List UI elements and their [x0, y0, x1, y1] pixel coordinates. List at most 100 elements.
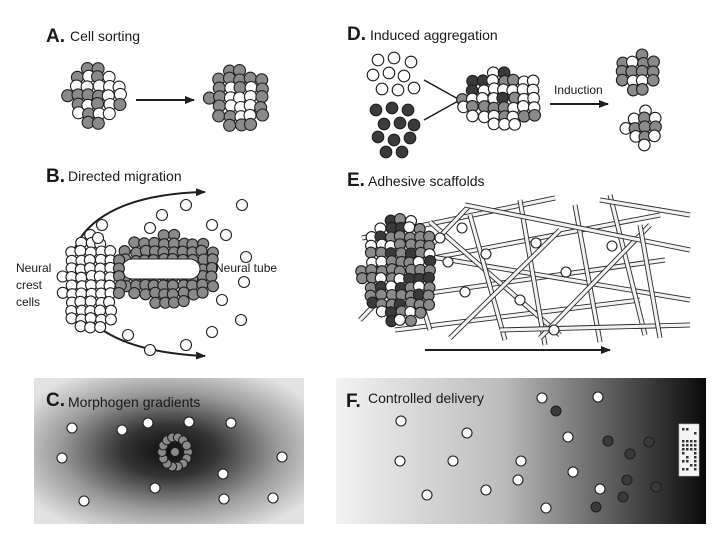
scaffold-cell [403, 221, 416, 234]
neural-crest-cell [104, 313, 117, 326]
light-cell [382, 66, 396, 80]
scaffold-cell [414, 306, 427, 319]
panel-c-letter: C. [46, 390, 65, 411]
factor-particle [694, 464, 697, 467]
panel-b-migrating-cells [91, 198, 253, 357]
cell [650, 481, 662, 493]
panel-a: A. Cell sorting [46, 26, 270, 132]
factor-particle [686, 456, 689, 459]
cell [624, 448, 636, 460]
dark-cell [369, 103, 383, 117]
scaffold-rod [464, 203, 691, 252]
cell-mixed [91, 116, 105, 130]
neural-tube-cell [128, 236, 141, 249]
factor-particle [694, 460, 697, 463]
cell [480, 484, 492, 496]
scaffold-rod [538, 223, 652, 340]
panel-b-label-neural-crest-line3: cells [16, 295, 40, 309]
factor-particle [682, 428, 685, 431]
neural-crest-cell [84, 321, 97, 334]
scaffold-rod [468, 214, 507, 341]
panel-d-label-induction: Induction [554, 83, 603, 97]
cell [621, 474, 633, 486]
cell [116, 424, 128, 436]
factor-particle [682, 444, 685, 447]
factor-particle [694, 432, 697, 435]
panel-d-induced-aggregate-bottom [619, 104, 662, 152]
factor-particle [682, 448, 685, 451]
mixed-cell [528, 108, 541, 122]
scaffold-cell [456, 222, 468, 234]
dark-cell [395, 145, 409, 159]
panel-d-induced-aggregate-top [615, 48, 660, 97]
migrating-cell [239, 250, 253, 264]
panel-b: B. Directed migration Neural crest cells… [16, 166, 277, 360]
mixed-cell [517, 109, 531, 123]
cell-mixed [113, 97, 127, 112]
migrating-cell [179, 198, 193, 212]
panel-d-mixed-aggregate [456, 66, 541, 131]
panel-d: D. Induced aggregation Induction [347, 24, 662, 159]
light-cell [375, 82, 389, 96]
panel-f-title: Controlled delivery [368, 390, 484, 406]
factor-particle [690, 444, 693, 447]
factor-particle [686, 460, 689, 463]
light-cell [391, 83, 405, 97]
cell [617, 491, 629, 503]
neural-crest-cell [65, 312, 78, 325]
mixed-cell [487, 117, 501, 131]
cell-sorted [243, 117, 258, 131]
scaffold-cell [514, 294, 526, 306]
panel-f-delivery-source [678, 423, 700, 477]
migrating-cell [121, 328, 135, 342]
migrating-cell [95, 218, 109, 232]
panel-b-label-neural-crest-line2: crest [16, 278, 43, 292]
aggregate-cell [615, 73, 629, 87]
panel-f: F. Controlled delivery [336, 378, 706, 524]
cell [395, 415, 407, 427]
cell [461, 427, 473, 439]
migrating-cell [237, 275, 251, 289]
scaffold-cell [606, 240, 618, 252]
factor-particle [694, 444, 697, 447]
neural-tube-cell [196, 286, 209, 299]
cell [267, 492, 279, 504]
scaffold-cell [442, 256, 454, 268]
factor-particle [682, 468, 685, 471]
cell [536, 392, 548, 404]
cell [540, 502, 552, 514]
cell [594, 483, 606, 495]
light-cell [366, 68, 380, 82]
panel-b-label-neural-crest: Neural crest cells [16, 261, 55, 309]
factor-particle [694, 452, 697, 455]
panel-e-cell-cluster [355, 213, 437, 328]
panel-b-label-neural-crest-line1: Neural [16, 261, 51, 275]
neural-tube-cell [128, 287, 141, 300]
migrating-cell [143, 343, 157, 357]
cell-sorted [255, 90, 269, 104]
factor-particle [694, 440, 697, 443]
factor-particle [682, 440, 685, 443]
cell [562, 431, 574, 443]
scaffold-rod [419, 253, 691, 302]
panel-d-letter: D. [347, 24, 366, 45]
panel-b-title: Directed migration [68, 168, 182, 184]
light-cell [387, 51, 401, 65]
panel-a-letter: A. [46, 26, 65, 47]
scaffold-cell [364, 246, 377, 259]
panel-d-title: Induced aggregation [370, 27, 498, 43]
migrating-cell [205, 325, 219, 339]
neural-tube-cell [177, 295, 190, 308]
factor-particle [690, 448, 693, 451]
scaffold-rod [599, 198, 691, 217]
scaffold-cell [459, 286, 471, 298]
dark-cell [371, 130, 385, 144]
panel-a-cluster-mixed [61, 62, 127, 130]
scaffold-cell [393, 313, 406, 326]
factor-particle [686, 444, 689, 447]
panel-d-merge-arrow [423, 79, 461, 121]
factor-particle [686, 440, 689, 443]
panel-a-title: Cell sorting [70, 28, 140, 44]
dark-cell [379, 145, 393, 159]
panel-e-letter: E. [347, 170, 365, 191]
